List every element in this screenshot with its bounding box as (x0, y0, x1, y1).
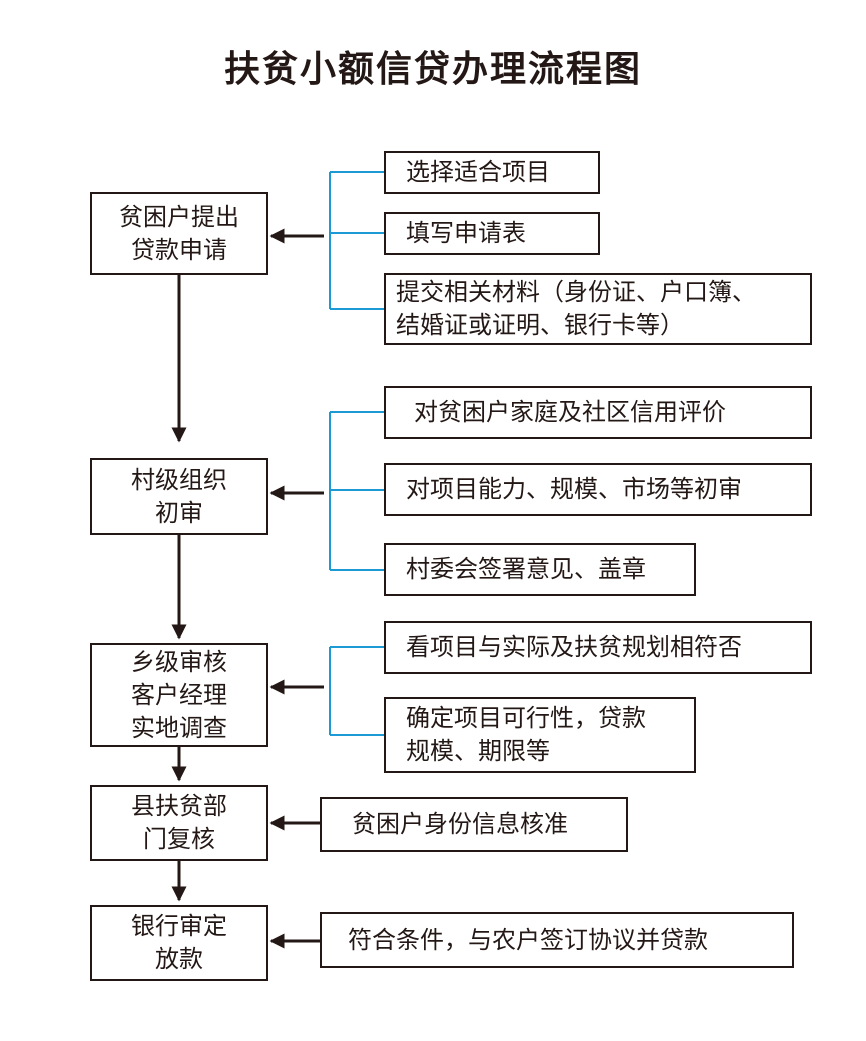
step-county-line-1: 县扶贫部 (131, 792, 227, 820)
detail-credit-evaluation: 对贫困户家庭及社区信用评价 (384, 386, 812, 439)
step-township-review-box: 乡级审核 客户经理 实地调查 (90, 643, 268, 747)
step-county-review-box: 县扶贫部 门复核 (90, 785, 268, 861)
detail-sign-agreement-text: 符合条件，与农户签订协议并贷款 (348, 925, 708, 954)
step-apply-line-1: 贫困户提出 (119, 202, 239, 231)
detail-committee-seal-text: 村委会签署意见、盖章 (406, 555, 646, 583)
diagram-title: 扶贫小额信贷办理流程图 (223, 49, 642, 90)
step-township-line-1: 乡级审核 (131, 647, 227, 676)
detail-project-prereview-text: 对项目能力、规模、市场等初审 (406, 475, 742, 503)
detail-committee-seal: 村委会签署意见、盖章 (384, 543, 696, 596)
step-village-review-box: 村级组织 初审 (90, 458, 268, 535)
detail-fill-form-text: 填写申请表 (406, 219, 526, 247)
detail-identity-verification: 贫困户身份信息核准 (320, 797, 628, 852)
step-township-line-3: 实地调查 (131, 713, 227, 742)
step-village-line-1: 村级组织 (131, 465, 227, 494)
detail-sign-agreement: 符合条件，与农户签订协议并贷款 (320, 912, 794, 968)
detail-feasibility-line-1: 确定项目可行性，贷款 (406, 704, 646, 732)
step-apply-box: 贫困户提出 贷款申请 (90, 192, 268, 275)
detail-feasibility-line-2: 规模、期限等 (406, 737, 550, 765)
step-village-line-2: 初审 (155, 498, 203, 527)
detail-plan-consistency: 看项目与实际及扶贫规划相符否 (384, 621, 812, 674)
step-township-line-2: 客户经理 (131, 680, 227, 709)
detail-submit-materials: 提交相关材料（身份证、户口簿、 结婚证或证明、银行卡等） (384, 273, 812, 345)
step-bank-line-1: 银行审定 (131, 912, 227, 940)
step-apply-line-2: 贷款申请 (131, 235, 227, 264)
step-bank-approval-box: 银行审定 放款 (90, 905, 268, 981)
detail-submit-materials-line-2: 结婚证或证明、银行卡等） (396, 311, 684, 339)
detail-choose-project-text: 选择适合项目 (406, 158, 550, 186)
detail-credit-evaluation-text: 对贫困户家庭及社区信用评价 (414, 398, 726, 426)
step-bank-line-2: 放款 (155, 945, 203, 973)
detail-choose-project: 选择适合项目 (384, 151, 600, 194)
detail-feasibility: 确定项目可行性，贷款 规模、期限等 (384, 697, 696, 773)
detail-fill-form: 填写申请表 (384, 212, 600, 255)
detail-identity-verification-text: 贫困户身份信息核准 (352, 810, 568, 838)
detail-submit-materials-line-1: 提交相关材料（身份证、户口簿、 (396, 278, 756, 306)
detail-project-prereview: 对项目能力、规模、市场等初审 (384, 463, 812, 516)
detail-plan-consistency-text: 看项目与实际及扶贫规划相符否 (406, 633, 742, 661)
step-county-line-2: 门复核 (143, 825, 215, 853)
